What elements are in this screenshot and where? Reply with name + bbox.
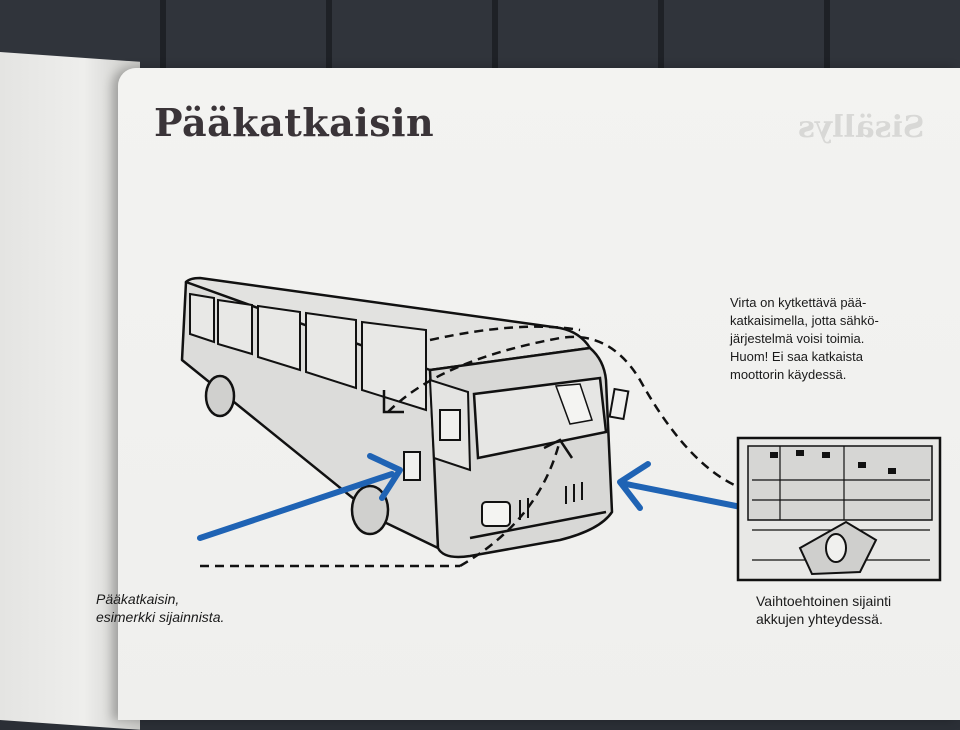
bus-window: [189, 292, 215, 344]
battery-switch-illustration: [736, 436, 942, 582]
arrow-icon: [617, 461, 749, 511]
caption-alternative-location: Vaihtoehtoinen sijainti akkujen yhteydes…: [756, 593, 892, 627]
page-title: Pääkatkaisin: [154, 100, 435, 145]
bus-window: [305, 311, 357, 390]
bus-window: [361, 320, 427, 412]
notice-text: Virta on kytkettävä pää- katkaisimella, …: [730, 295, 879, 382]
bus-window: [257, 304, 301, 372]
caption-main-location: Pääkatkaisin, esimerkki sijainnista.: [96, 591, 225, 625]
arrow-icon: [197, 453, 403, 541]
bus-window: [217, 298, 253, 356]
